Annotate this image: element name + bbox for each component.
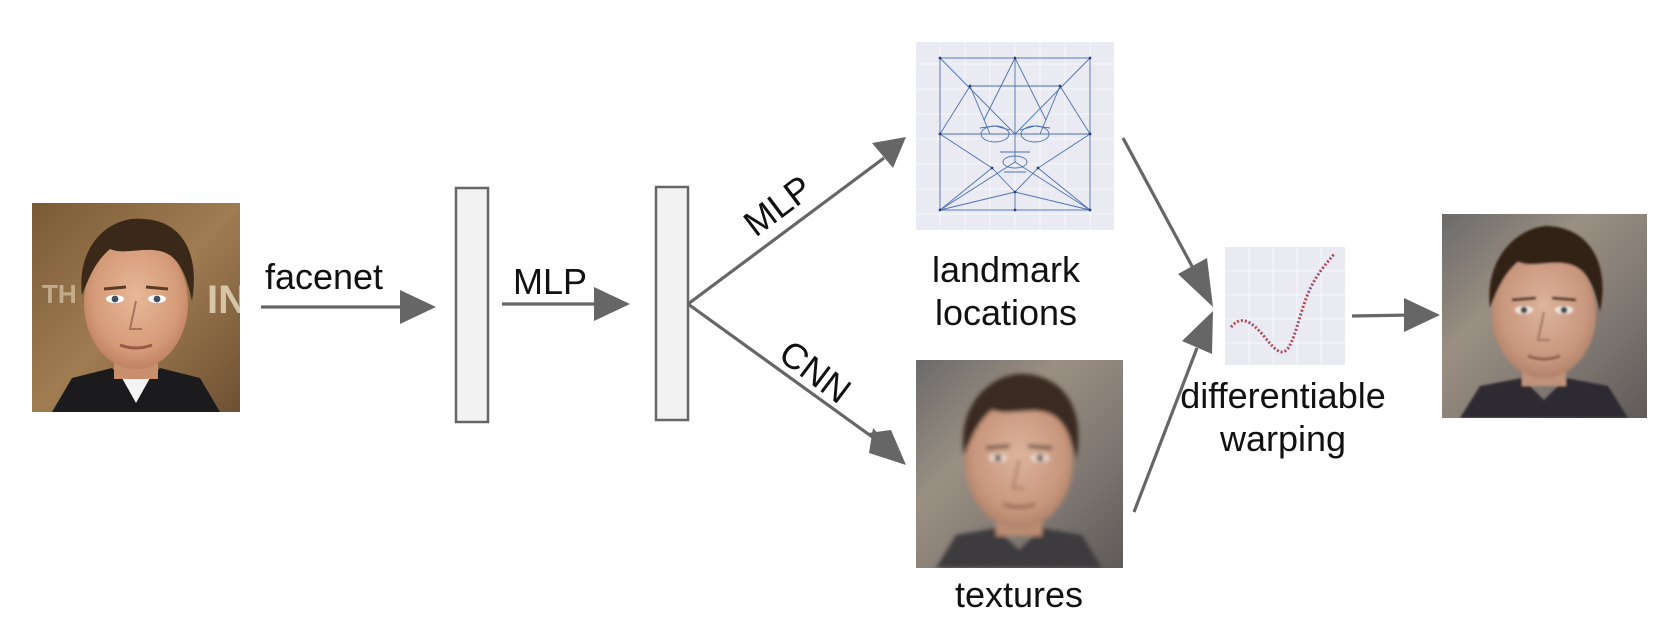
texture-face-image (916, 360, 1123, 568)
cnn-branch-arrow (687, 302, 906, 465)
landmark-label-line2: locations (935, 292, 1077, 333)
embedding-vector-box (454, 186, 490, 424)
output-arrow (1351, 298, 1440, 332)
landmark-label-line1: landmark (932, 249, 1081, 290)
input-face-image: TH IN (32, 203, 247, 412)
facenet-arrow (261, 290, 436, 324)
output-face-image (1442, 214, 1647, 418)
svg-text:TH: TH (42, 279, 77, 309)
mlp-branch-label: MLP (736, 167, 820, 244)
facenet-label: facenet (265, 256, 383, 297)
warping-label-line1: differentiable (1180, 375, 1386, 416)
latent-vector-box (654, 185, 690, 422)
svg-text:IN: IN (207, 278, 247, 322)
mlp-label: MLP (513, 261, 587, 302)
mlp-arrow (502, 287, 630, 321)
mlp-branch-arrow (687, 137, 906, 306)
textures-to-warp-arrow (1132, 311, 1213, 513)
warping-label-line2: warping (1219, 418, 1346, 459)
cnn-branch-label: CNN (772, 332, 859, 412)
textures-label: textures (955, 574, 1083, 615)
warping-curve-plot (1225, 247, 1345, 365)
landmarks-to-warp-arrow (1121, 137, 1213, 307)
landmark-locations-plot (916, 42, 1114, 230)
